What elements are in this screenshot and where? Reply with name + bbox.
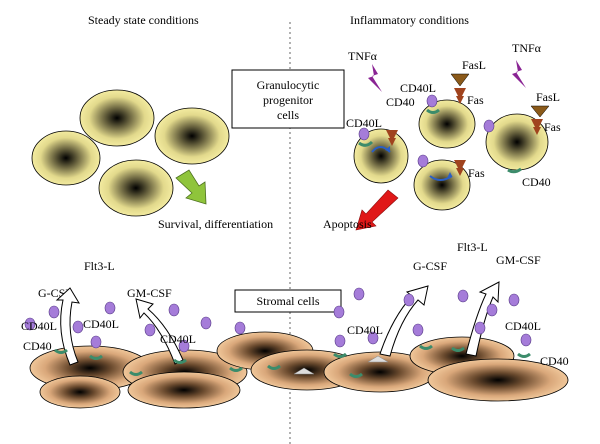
stromal-cell xyxy=(127,371,241,409)
gmcsf-label-right: GM-CSF xyxy=(496,253,541,267)
stromal-cell xyxy=(39,375,121,409)
stromal-layer xyxy=(29,331,569,409)
stromal-cd40l-label-a-left: CD40L xyxy=(21,319,57,333)
apoptosis-label: Apoptosis xyxy=(323,217,372,231)
stromal-cd40-label-right: CD40 xyxy=(540,354,569,368)
stromal-cd40l-label-a-right: CD40L xyxy=(347,323,383,337)
fas-receptors xyxy=(386,88,543,176)
stromal-cd40l-label-c-left: CD40L xyxy=(160,332,196,346)
stromal-cd40l-ligands xyxy=(24,287,532,353)
fas-label-b: Fas xyxy=(544,120,561,134)
stromal-cd40-receptors xyxy=(54,344,531,378)
stromal-cd40l-label-b-left: CD40L xyxy=(83,317,119,331)
stromal-label: Stromal cells xyxy=(257,294,320,308)
signal-arrowhead xyxy=(385,146,390,152)
gmcsf-arrow-left xyxy=(135,298,184,365)
flt3l-label-left: Flt3-L xyxy=(84,259,115,273)
progenitor-cell xyxy=(98,159,174,217)
cd40-right-label: CD40 xyxy=(522,175,551,189)
signal-arrowhead xyxy=(447,172,452,178)
gcsf-label-right: G-CSF xyxy=(413,259,447,273)
progenitor-cell xyxy=(353,128,409,184)
stromal-cd40-label-left: CD40 xyxy=(23,339,52,353)
progenitor-line-3: cells xyxy=(277,108,299,122)
progenitor-cell xyxy=(418,99,476,149)
tnf-label-a: TNFα xyxy=(348,49,378,63)
fasl-label-a: FasL xyxy=(462,58,486,72)
progenitor-box: Granulocytic progenitor cells xyxy=(231,69,345,129)
stromal-cell xyxy=(427,358,569,402)
fasl-label-b: FasL xyxy=(536,90,560,104)
stromal-cd40l-label-b-right: CD40L xyxy=(505,319,541,333)
progenitor-cell xyxy=(413,159,471,211)
fasl-triangle xyxy=(530,105,550,118)
signal-arrow xyxy=(429,175,453,181)
fasl-triangle xyxy=(450,73,470,87)
progenitor-cell xyxy=(31,130,101,186)
inflammatory-title: Inflammatory conditions xyxy=(350,13,469,27)
tnf-label-b: TNFα xyxy=(512,41,542,55)
gcsf-arrow-left xyxy=(55,287,80,366)
steady-state-title: Steady state conditions xyxy=(88,13,199,27)
fas-label-c: Fas xyxy=(468,166,485,180)
tnf-bolt xyxy=(512,60,526,88)
gmcsf-label-left: GM-CSF xyxy=(127,286,172,300)
cd40l-left-label: CD40L xyxy=(346,116,382,130)
fas-label-a: Fas xyxy=(467,93,484,107)
progenitor-cell xyxy=(154,107,230,165)
progenitor-line-2: progenitor xyxy=(263,93,313,107)
cd40-top-label: CD40 xyxy=(386,95,415,109)
progenitor-line-1: Granulocytic xyxy=(257,78,320,92)
cd40l-ligands xyxy=(358,94,495,168)
apoptosis-arrow xyxy=(355,189,399,231)
tnf-bolt xyxy=(368,64,382,92)
flt3l-label-right: Flt3-L xyxy=(457,240,488,254)
gmcsf-arrow-right xyxy=(465,281,500,357)
survival-arrow xyxy=(175,169,207,205)
survival-label: Survival, differentiation xyxy=(158,217,273,231)
cd40-receptors xyxy=(358,108,522,174)
progenitor-cell xyxy=(79,89,155,147)
gcsf-arrow-right xyxy=(379,285,429,357)
cd40l-top-label: CD40L xyxy=(400,81,436,95)
stromal-box xyxy=(234,289,342,313)
